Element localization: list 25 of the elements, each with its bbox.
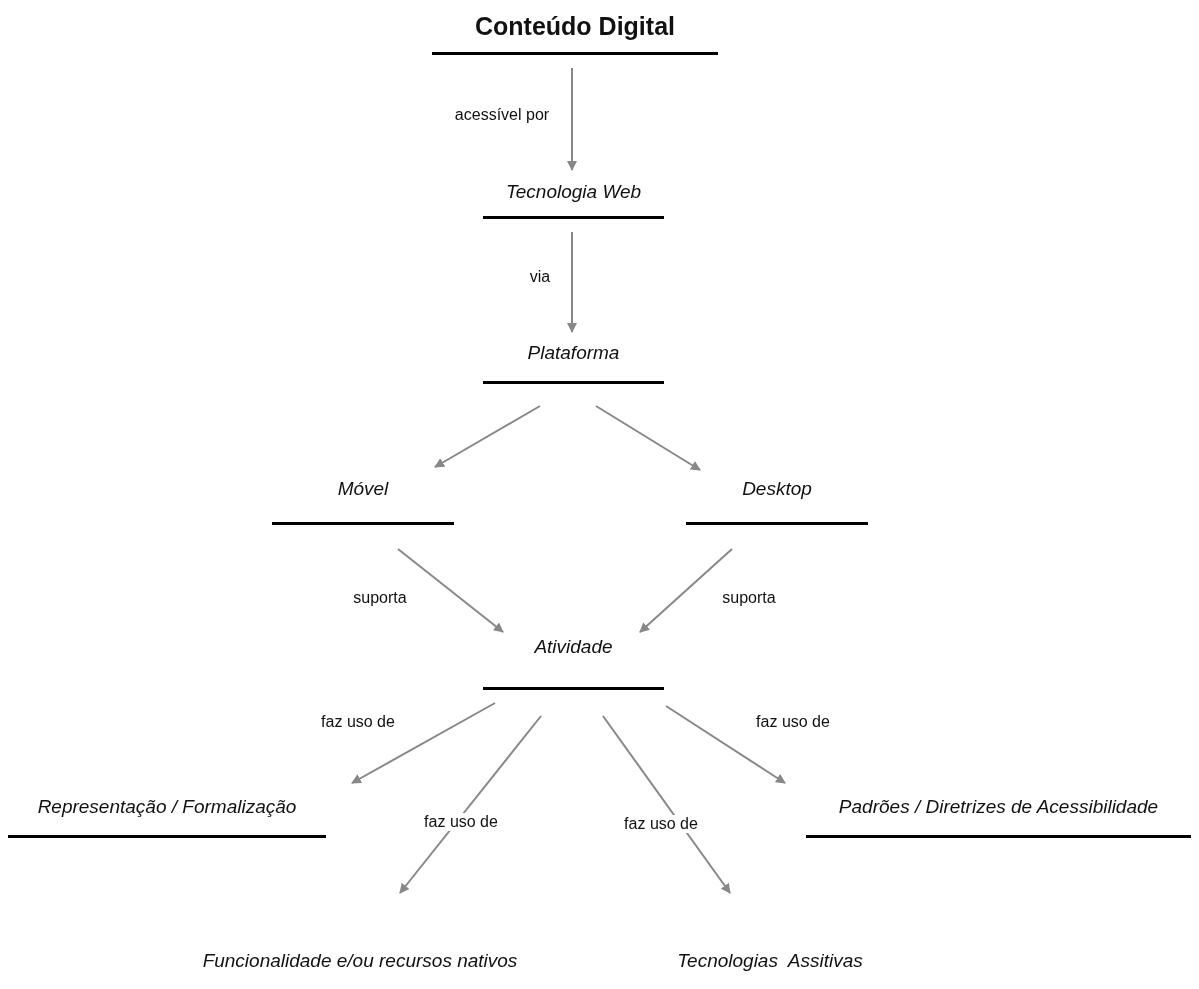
edge-label: faz uso de bbox=[422, 813, 500, 831]
concept-label: Padrões / Diretrizes de Acessibilidade bbox=[838, 796, 1159, 818]
arrow bbox=[595, 405, 701, 471]
edge-label: suporta bbox=[351, 589, 409, 607]
title-concept-label: Conteúdo Digital bbox=[475, 12, 675, 41]
concept-label: Tecnologias Assitivas bbox=[677, 950, 863, 972]
edge-label: acessível por bbox=[452, 106, 552, 124]
arrow bbox=[397, 548, 504, 633]
edge-label: suporta bbox=[720, 589, 778, 607]
concept-label: Funcionalidade e/ou recursos nativos bbox=[202, 950, 518, 972]
arrow bbox=[351, 702, 496, 784]
edge-label: faz uso de bbox=[622, 815, 700, 833]
arrow bbox=[665, 705, 786, 784]
arrow bbox=[567, 231, 577, 333]
concept-label: Móvel bbox=[337, 478, 389, 500]
arrow bbox=[434, 405, 541, 468]
concept-label: Desktop bbox=[742, 478, 812, 500]
concept-label: Tecnologia Web bbox=[505, 181, 642, 203]
arrow bbox=[399, 715, 542, 894]
concept-label: Atividade bbox=[534, 636, 613, 658]
arrow bbox=[639, 548, 733, 633]
arrow bbox=[602, 715, 731, 894]
concept-label: Plataforma bbox=[527, 342, 620, 364]
arrow bbox=[567, 67, 577, 171]
concept-label: Representação / Formalização bbox=[37, 796, 297, 818]
